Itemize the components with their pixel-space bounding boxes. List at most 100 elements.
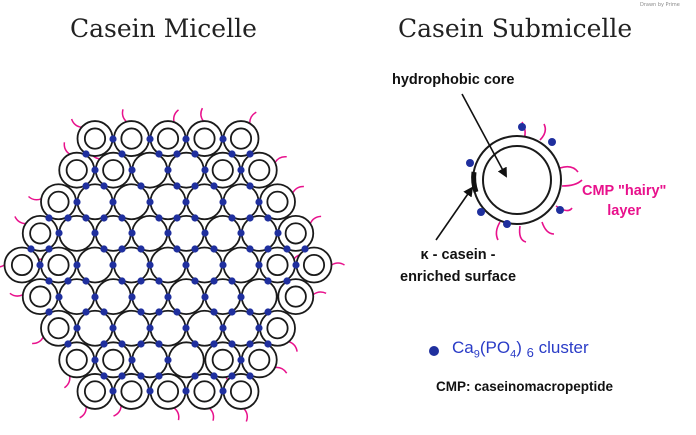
calcium-phosphate-dot	[237, 166, 245, 174]
calcium-phosphate-dot	[137, 372, 145, 380]
calcium-phosphate-dot	[137, 182, 145, 190]
calcium-phosphate-dot	[100, 308, 108, 316]
calcium-phosphate-dot	[264, 340, 272, 348]
hair-strand	[559, 165, 579, 173]
calcium-phosphate-dot	[246, 340, 254, 348]
kappa-casein-label-line2: enriched surface	[400, 269, 517, 285]
surface-arrow	[435, 186, 474, 241]
outer-submicelle-core	[29, 222, 52, 245]
cmp-hairy-layer-label: CMP "hairy" layer	[582, 181, 666, 221]
kappa-casein-label: κ - casein - enriched surface	[400, 244, 516, 288]
submicelle-circle	[131, 214, 169, 252]
calcium-phosphate-dot	[73, 261, 81, 269]
calcium-phosphate-dot	[283, 277, 291, 285]
submicelle-circle	[58, 278, 96, 316]
hair-strand	[561, 179, 583, 187]
calcium-phosphate-dot	[155, 150, 163, 158]
hair-strand	[274, 366, 288, 374]
calcium-phosphate-dot	[191, 277, 199, 285]
outer-submicelle-core	[156, 380, 180, 403]
submicelle-circle	[113, 309, 150, 347]
outer-submicelle-core	[120, 380, 143, 403]
calcium-phosphate-dot	[274, 229, 282, 237]
calcium-phosphate-dot	[137, 340, 145, 348]
submicelle-circle	[58, 214, 96, 252]
calcium-phosphate-dot	[503, 220, 511, 228]
hair-strand	[539, 123, 547, 141]
calcium-phosphate-dot	[27, 245, 35, 253]
calcium-phosphate-dot	[64, 277, 72, 285]
casein-submicelle-illustration	[429, 93, 583, 356]
micelle-title: Casein Micelle	[70, 14, 257, 43]
calcium-phosphate-dot	[146, 324, 154, 332]
calcium-phosphate-dot	[264, 277, 272, 285]
calcium-phosphate-dot	[264, 308, 272, 316]
outer-submicelle-core	[193, 380, 216, 403]
outer-submicelle-core	[29, 285, 52, 308]
legend-po-subscript: 4	[510, 348, 517, 361]
calcium-phosphate-dot	[82, 214, 90, 222]
calcium-phosphate-dot	[219, 135, 227, 143]
outer-submicelle-core	[266, 317, 289, 340]
submicelle-circle	[94, 214, 132, 252]
calcium-phosphate-dot	[191, 150, 199, 158]
calcium-phosphate-dot	[264, 214, 272, 222]
calcium-phosphate-dot	[466, 159, 474, 167]
hair-strand	[208, 407, 215, 421]
calcium-phosphate-dot	[237, 293, 245, 301]
calcium-phosphate-dot	[146, 261, 154, 269]
calcium-phosphate-dot	[164, 229, 172, 237]
calcium-phosphate-dot	[73, 324, 81, 332]
submicelle-circle	[222, 309, 260, 347]
calcium-phosphate-dot	[109, 198, 117, 206]
submicelle-circle	[240, 214, 278, 252]
hair-strand	[292, 185, 304, 194]
calcium-phosphate-dot	[164, 293, 172, 301]
submicelle-circle	[76, 309, 114, 347]
calcium-phosphate-dot	[45, 214, 53, 222]
calcium-phosphate-dot	[301, 245, 309, 253]
kappa-casein-label-line1: κ - casein -	[420, 247, 496, 263]
calcium-phosphate-dot	[137, 308, 145, 316]
outer-submicelle-core	[302, 253, 326, 277]
hair-strand	[32, 336, 44, 345]
calcium-phosphate-dot	[109, 261, 117, 269]
calcium-phosphate-dot	[137, 277, 145, 285]
calcium-phosphate-dot	[246, 372, 254, 380]
outer-submicelle-core	[211, 348, 234, 371]
outer-submicelle-core	[65, 348, 88, 371]
calcium-phosphate-dot	[45, 245, 53, 253]
calcium-phosphate-dot	[219, 387, 227, 395]
calcium-phosphate-dot	[100, 182, 108, 190]
hair-strand	[331, 262, 345, 266]
cmp-definition-footnote: CMP: caseinomacropeptide	[436, 379, 614, 394]
calcium-phosphate-dot	[246, 214, 254, 222]
outer-submicelle-core	[65, 159, 88, 182]
calcium-phosphate-dot	[210, 308, 218, 316]
calcium-phosphate-dot	[228, 150, 236, 158]
submicelle-circle	[167, 341, 205, 379]
outer-submicelle-core	[10, 253, 34, 277]
outer-submicelle-core	[284, 285, 307, 308]
cmp-label-line1: CMP "hairy"	[582, 183, 667, 199]
hair-strand	[121, 109, 128, 123]
submicelle-circle	[113, 246, 150, 284]
legend-ca: Ca	[452, 338, 474, 357]
calcium-phosphate-dot	[548, 138, 556, 146]
outer-submicelle-core	[47, 253, 70, 277]
calcium-phosphate-dot	[164, 356, 172, 364]
calcium-phosphate-dot	[201, 293, 209, 301]
calcium-phosphate-dot	[146, 387, 154, 395]
calcium-phosphate-dot	[73, 198, 81, 206]
calcium-phosphate-dot	[292, 261, 300, 269]
hair-strand	[0, 264, 5, 268]
calcium-phosphate-dot	[191, 372, 199, 380]
legend-six: 6	[526, 345, 534, 360]
submicelle-circle	[76, 246, 114, 284]
watermark: Drawn by Prime	[640, 2, 680, 8]
calcium-phosphate-dot	[118, 340, 126, 348]
legend-cluster-dot	[429, 346, 439, 356]
hair-strand	[274, 155, 287, 163]
calcium-phosphate-dot	[91, 293, 99, 301]
hair-strand	[309, 215, 322, 224]
